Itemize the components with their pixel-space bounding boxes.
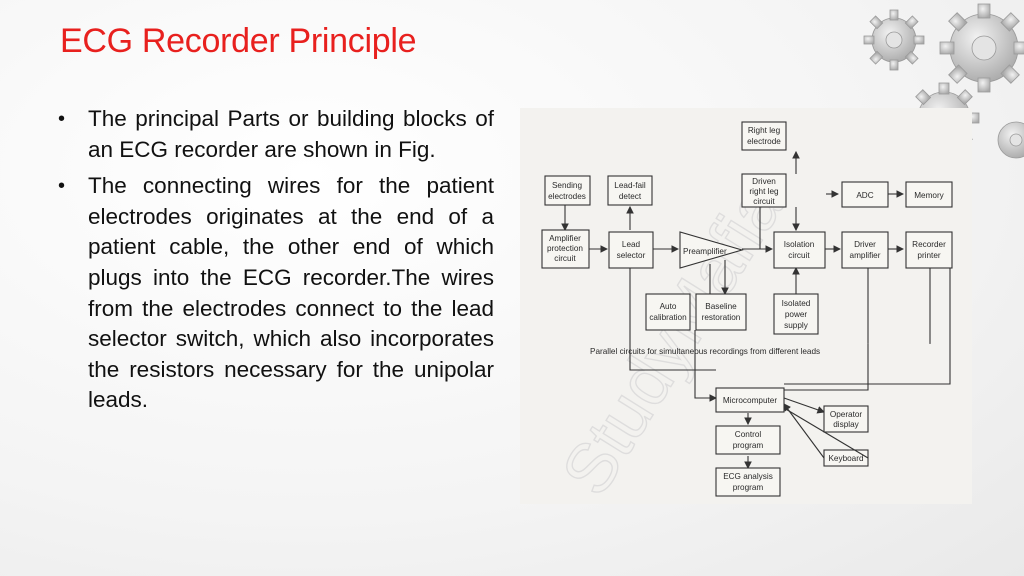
block-isolation-circuit: Isolation circuit [773,231,826,269]
ecg-block-diagram: StudyMafia [520,108,972,504]
svg-text:power: power [785,310,808,319]
block-driver-amplifier: Driver amplifier [841,231,889,269]
block-lead-selector: Lead selector [608,231,654,269]
svg-text:circuit: circuit [554,254,576,263]
svg-text:Driven: Driven [752,177,776,186]
block-driven-right-leg: Driven right leg circuit [741,173,787,208]
svg-text:Preamplifier: Preamplifier [683,247,727,256]
bullet-list: • The principal Parts or building blocks… [58,104,494,422]
svg-text:circuit: circuit [753,197,775,206]
svg-text:Isolated: Isolated [782,299,811,308]
svg-text:Lead: Lead [622,240,641,249]
svg-text:ECG analysis: ECG analysis [723,472,773,481]
svg-text:selector: selector [617,251,646,260]
block-preamplifier: Preamplifier [679,231,744,269]
svg-text:program: program [733,483,764,492]
svg-text:Control: Control [735,430,762,439]
svg-text:Recorder: Recorder [912,240,946,249]
svg-text:protection: protection [547,244,583,253]
svg-text:Microcomputer: Microcomputer [723,396,777,405]
svg-text:amplifier: amplifier [850,251,881,260]
svg-text:supply: supply [784,321,809,330]
block-control-program: Control program [715,425,781,455]
svg-text:Isolation: Isolation [784,240,815,249]
block-baseline-restoration: Baseline restoration [695,293,747,331]
block-memory: Memory [905,181,953,208]
block-adc: ADC [841,181,889,208]
svg-text:circuit: circuit [788,251,810,260]
block-keyboard: Keyboard [823,449,869,467]
svg-text:printer: printer [917,251,940,260]
svg-text:right leg: right leg [749,187,779,196]
svg-text:Lead-fail: Lead-fail [614,181,646,190]
svg-text:Baseline: Baseline [705,302,737,311]
block-isolated-power-supply: Isolated power supply [773,293,819,335]
svg-text:electrode: electrode [747,137,781,146]
svg-text:Memory: Memory [914,191,944,200]
block-operator-display: Operator display [823,405,869,433]
svg-text:Driver: Driver [854,240,876,249]
block-recorder-printer: Recorder printer [905,231,953,269]
bullet-text: The connecting wires for the patient ele… [88,173,494,413]
block-auto-calibration: Auto calibration [645,293,691,331]
svg-text:Auto: Auto [660,302,677,311]
slide-title: ECG Recorder Principle [60,22,417,60]
parallel-circuits-label: Parallel circuits for simultaneous recor… [590,347,820,356]
svg-text:restoration: restoration [702,313,741,322]
svg-text:display: display [833,420,859,429]
diagram-connections [561,150,951,470]
svg-text:Right leg: Right leg [748,126,781,135]
bullet-text: The principal Parts or building blocks o… [88,106,494,162]
svg-text:Amplifier: Amplifier [549,234,581,243]
svg-text:ADC: ADC [856,191,873,200]
block-sending-electrodes: Sending electrodes [544,175,591,206]
bullet-item: • The connecting wires for the patient e… [58,171,494,416]
svg-text:program: program [733,441,764,450]
bullet-icon: • [58,175,66,198]
svg-text:Keyboard: Keyboard [828,454,863,463]
svg-text:Operator: Operator [830,410,863,419]
svg-text:detect: detect [619,192,642,201]
bullet-item: • The principal Parts or building blocks… [58,104,494,165]
block-microcomputer: Microcomputer [715,387,785,413]
svg-text:calibration: calibration [649,313,687,322]
bullet-icon: • [58,108,66,130]
svg-text:electrodes: electrodes [548,192,586,201]
block-amplifier-protection: Amplifier protection circuit [541,229,590,269]
block-lead-fail-detect: Lead-fail detect [607,175,653,206]
block-right-leg-electrode: Right leg electrode [741,121,787,151]
svg-text:Sending: Sending [552,181,582,190]
block-ecg-analysis-program: ECG analysis program [715,467,781,497]
